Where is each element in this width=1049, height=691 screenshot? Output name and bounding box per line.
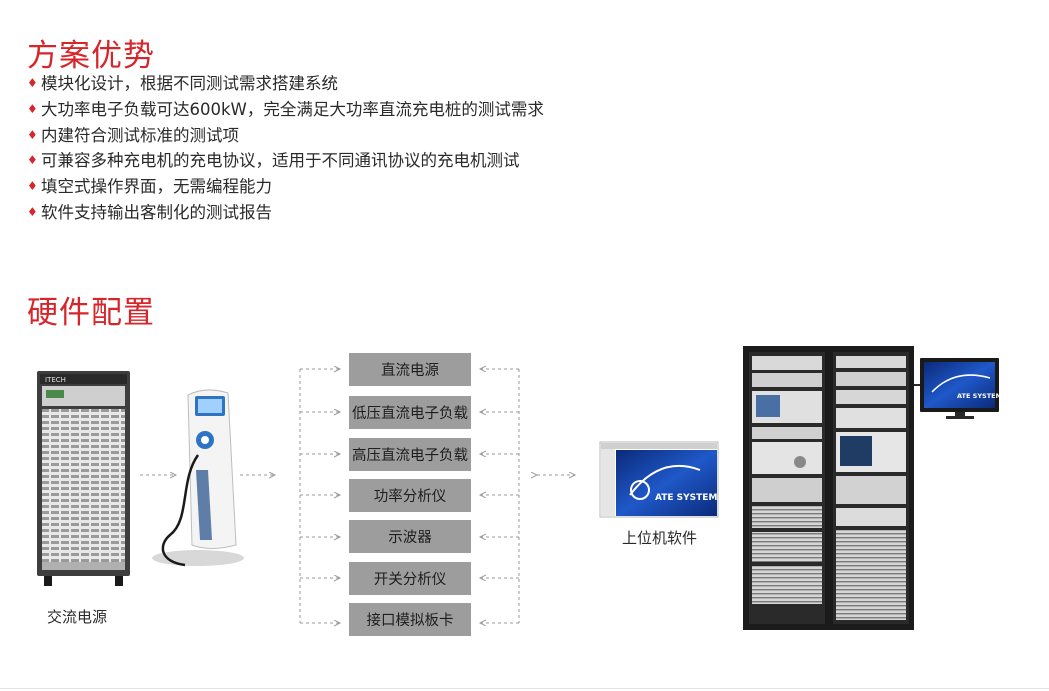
advantage-item: ♦内建符合测试标准的测试项 xyxy=(27,123,544,149)
instrument-box: 开关分析仪 xyxy=(349,562,471,595)
ac-source-brand: ITECH xyxy=(45,376,66,384)
diamond-bullet-icon: ♦ xyxy=(27,76,38,90)
monitor-icon: ATE SYSTEM xyxy=(914,358,1002,419)
instrument-box: 功率分析仪 xyxy=(349,479,471,512)
advantage-item: ♦可兼容多种充电机的充电协议，适用于不同通讯协议的充电机测试 xyxy=(27,148,544,174)
instrument-box: 示波器 xyxy=(349,520,471,553)
instrument-box: 直流电源 xyxy=(349,353,471,386)
advantages-list: ♦模块化设计，根据不同测试需求搭建系统 ♦大功率电子负载可达600kW，完全满足… xyxy=(27,71,544,226)
advantage-item: ♦软件支持输出客制化的测试报告 xyxy=(27,200,544,226)
ate-rack-cabinet-icon xyxy=(743,346,914,630)
monitor-splash-text: ATE SYSTEM xyxy=(957,392,1002,400)
left-bracket xyxy=(299,369,340,623)
software-splash-text: ATE SYSTEM xyxy=(655,493,717,503)
software-label: 上位机软件 xyxy=(622,529,698,547)
instrument-box: 高压直流电子负载 xyxy=(349,438,471,471)
instrument-box: 接口模拟板卡 xyxy=(349,603,471,636)
diamond-bullet-icon: ♦ xyxy=(27,153,38,168)
divider xyxy=(0,688,1049,689)
diamond-bullet-icon: ♦ xyxy=(27,204,38,219)
diamond-bullet-icon: ♦ xyxy=(27,127,38,142)
diamond-bullet-icon: ♦ xyxy=(27,179,38,194)
advantage-item: ♦大功率电子负载可达600kW，完全满足大功率直流充电桩的测试需求 xyxy=(27,97,544,123)
diamond-bullet-icon: ♦ xyxy=(27,101,38,116)
ate-software-screenshot-icon: ATE SYSTEM xyxy=(599,441,719,518)
advantage-item: ♦模块化设计，根据不同测试需求搭建系统 xyxy=(27,71,544,97)
ev-charger-icon xyxy=(152,389,244,567)
advantage-item: ♦填空式操作界面，无需编程能力 xyxy=(27,174,544,200)
ac-source-cabinet-icon: ITECH xyxy=(37,371,130,586)
hardware-title: 硬件配置 xyxy=(27,295,155,331)
advantages-title: 方案优势 xyxy=(27,38,155,74)
instrument-box: 低压直流电子负载 xyxy=(349,396,471,429)
right-bracket xyxy=(480,369,520,623)
ac-source-label: 交流电源 xyxy=(47,608,108,626)
